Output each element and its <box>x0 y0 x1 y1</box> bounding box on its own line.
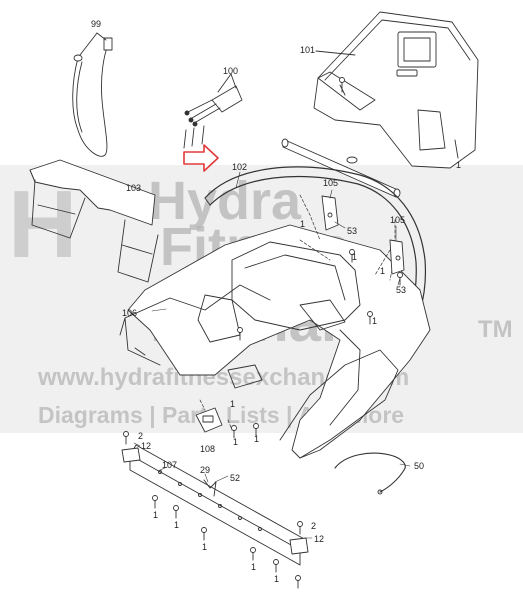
label-1-a: 1 <box>300 219 306 229</box>
label-53-left: 53 <box>347 226 358 236</box>
label-1-c: 1 <box>380 266 386 276</box>
screws <box>123 77 403 589</box>
cable-99 <box>72 32 113 157</box>
watermark-trademark: TM <box>478 316 513 343</box>
label-1-h: 1 <box>153 510 159 520</box>
label-1-i: 1 <box>174 520 180 530</box>
label-103: 103 <box>126 183 142 193</box>
label-1-g: 1 <box>254 434 260 444</box>
label-1-l: 1 <box>274 574 280 584</box>
label-leaders <box>133 171 411 539</box>
label-12-right: 12 <box>314 534 325 544</box>
label-1-e: 1 <box>230 399 236 409</box>
wire-50 <box>334 452 406 493</box>
label-102: 102 <box>232 162 248 172</box>
label-100: 100 <box>223 66 239 76</box>
label-2-right: 2 <box>311 521 317 531</box>
label-1-b: 1 <box>352 252 358 262</box>
label-101: 101 <box>300 45 316 55</box>
label-99: 99 <box>91 19 102 29</box>
switch-108 <box>195 407 223 433</box>
label-1-f: 1 <box>233 437 239 447</box>
label-1-j: 1 <box>202 542 208 552</box>
label-53-right: 53 <box>396 285 407 295</box>
fastener-29-52 <box>203 479 217 497</box>
label-1-d: 1 <box>372 316 378 326</box>
label-105-left: 105 <box>323 178 339 188</box>
highlight-arrow <box>183 144 219 172</box>
label-105-right: 105 <box>390 215 406 225</box>
label-29: 29 <box>200 465 211 475</box>
label-50: 50 <box>414 461 425 471</box>
console-101 <box>313 11 479 169</box>
label-52: 52 <box>230 473 241 483</box>
handlebar <box>281 138 459 198</box>
label-107: 107 <box>162 460 178 470</box>
base-bar-107 <box>121 444 309 566</box>
cup-holder-tray-103 <box>29 159 159 283</box>
label-108: 108 <box>200 444 216 454</box>
watermark-line-1: Hydra <box>148 171 302 231</box>
label-106: 106 <box>122 308 138 318</box>
bracket-105-left <box>321 195 339 231</box>
bracket-105-right <box>389 239 405 275</box>
label-2-left: 2 <box>138 431 144 441</box>
wire-bracket-100 <box>183 73 243 149</box>
leader-dashes <box>199 194 396 431</box>
shroud-106 <box>119 224 431 459</box>
label-1-k: 1 <box>251 562 257 572</box>
label-12-left: 12 <box>141 441 152 451</box>
label-1-console: 1 <box>456 160 462 170</box>
